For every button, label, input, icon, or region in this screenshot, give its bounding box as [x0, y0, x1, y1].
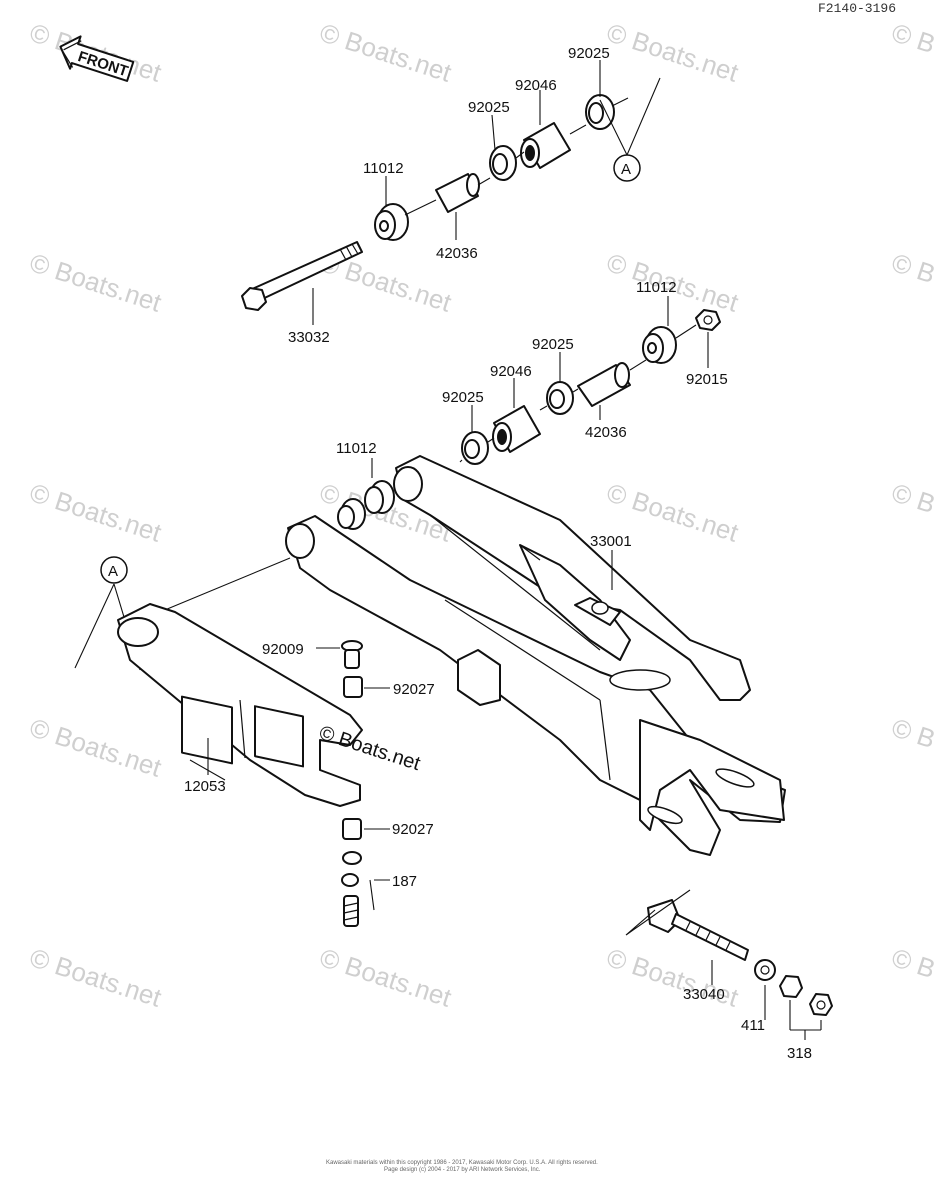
bolt-33032 [241, 241, 363, 311]
washer-187 [341, 851, 362, 887]
adjuster-33040 [647, 899, 749, 961]
part-label-318: 318 [787, 1045, 812, 1062]
nut-411 [779, 975, 803, 998]
part-label-92025: 92025 [468, 99, 510, 116]
part-label-92046: 92046 [490, 363, 532, 380]
ref-marker-a: A [108, 563, 118, 580]
part-label-11012: 11012 [363, 160, 404, 177]
watermark: © Boats.net [316, 17, 456, 88]
seal-92025-right [546, 381, 574, 415]
watermark: © Boats.net [888, 247, 934, 318]
part-labels: 92025 92046 92025 11012 42036 33032 1101… [184, 45, 812, 1062]
part-label-187: 187 [392, 873, 417, 890]
axis-line-top [404, 97, 629, 216]
part-label-92015: 92015 [686, 371, 728, 388]
washer-411 [754, 959, 776, 981]
part-label-33032: 33032 [288, 329, 330, 346]
seal-92025-mid-top [489, 145, 517, 181]
watermark: © Boats.net [26, 477, 166, 548]
watermark: © Boats.net [888, 712, 934, 783]
bushing-11012-left [337, 480, 395, 530]
part-label-42036: 42036 [585, 424, 627, 441]
part-label-92027: 92027 [393, 681, 435, 698]
part-label-12053: 12053 [184, 778, 226, 795]
collar-42036-top [435, 173, 480, 213]
seal-92025-top [585, 94, 615, 130]
part-label-33040: 33040 [683, 986, 725, 1003]
inline-watermark: © Boats.net [316, 722, 423, 775]
part-label-411: 411 [741, 1017, 765, 1034]
axis-line-mid [459, 324, 697, 463]
leader-lines [207, 60, 822, 1040]
bolt-187 [343, 895, 359, 927]
figure-id: F2140-3196 [818, 1, 896, 16]
ref-marker-top: A [599, 77, 661, 182]
screw-92009 [341, 640, 363, 669]
bushing-11012-top [374, 203, 409, 241]
watermark: © Boats.net [26, 247, 166, 318]
watermark: © Boats.net [316, 942, 456, 1013]
part-label-92025: 92025 [568, 45, 610, 62]
watermark: © Boats.net [603, 17, 743, 88]
part-label-92025: 92025 [442, 389, 484, 406]
footer-design: Page design (c) 2004 - 2017 by ARI Netwo… [384, 1167, 541, 1173]
part-label-33001: 33001 [590, 533, 632, 550]
part-label-92046: 92046 [515, 77, 557, 94]
leader-adjuster [625, 889, 691, 936]
part-label-11012: 11012 [636, 279, 677, 296]
footer-copyright: Kawasaki materials within this copyright… [326, 1160, 598, 1166]
watermark: © Boats.net [888, 942, 934, 1013]
swingarm-33001 [285, 455, 786, 856]
nut-318 [809, 993, 833, 1016]
part-label-42036: 42036 [436, 245, 478, 262]
bearing-92046-mid [492, 405, 541, 453]
watermark: © Boats.net [888, 477, 934, 548]
seal-92025-mid-left [461, 431, 489, 465]
watermark: © Boats.net [888, 17, 934, 88]
ref-marker-a: A [621, 161, 631, 178]
bushing-11012-right [642, 326, 677, 364]
spacer-92027-lower [342, 818, 362, 840]
collar-42036-mid [577, 362, 631, 407]
nut-92015 [695, 309, 721, 331]
part-label-11012: 11012 [336, 440, 377, 457]
watermark: © Boats.net [26, 942, 166, 1013]
part-label-92009: 92009 [262, 641, 304, 658]
chain-slipper-12053 [117, 603, 363, 807]
part-label-92025: 92025 [532, 336, 574, 353]
bearing-92046-top [520, 122, 571, 169]
part-label-92027: 92027 [392, 821, 434, 838]
watermark: © Boats.net [26, 712, 166, 783]
spacer-92027-upper [343, 676, 363, 698]
